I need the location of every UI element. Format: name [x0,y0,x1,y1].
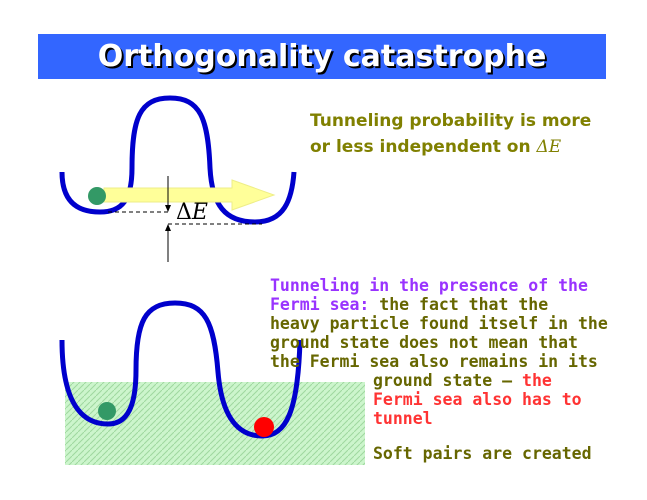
slide-title: Orthogonality catastrophe [97,39,547,74]
upper-green-particle [88,187,106,205]
delta-e-label: ΔE [176,200,208,225]
delta-e-bottom-arrowhead [165,224,171,231]
delta-e-top-arrowhead [165,205,171,212]
soft-pairs-text: Soft pairs are created [373,444,592,463]
tunneling-arrow [103,179,276,211]
lower-green-particle [98,402,116,420]
upper-potential-well [59,95,297,225]
fermi-sea-explanation-text: Tunneling in the presence of the Fermi s… [270,276,608,428]
title-bar: Orthogonality catastrophe [38,34,606,79]
tunneling-probability-text: Tunneling probability is more or less in… [310,111,592,157]
lower-red-particle [254,417,274,437]
